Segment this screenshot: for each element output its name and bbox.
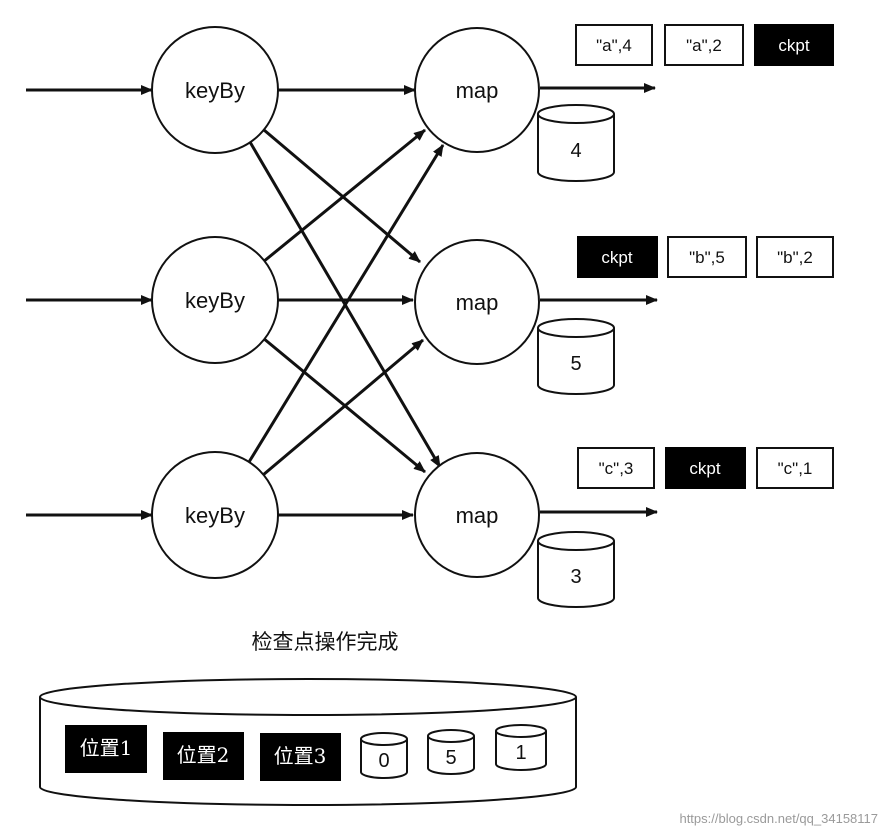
- state-cylinder: 3: [537, 531, 615, 608]
- keyby-node: keyBy: [151, 26, 279, 154]
- record-label: "b",5: [689, 248, 725, 267]
- input-arrows: [26, 85, 153, 520]
- output-arrows: [540, 83, 658, 517]
- caption: 检查点操作完成: [252, 630, 399, 654]
- record-box: [756, 447, 834, 489]
- record-box: [756, 236, 834, 278]
- checkpoint-storage: 位置1 位置2 位置3 0 5 1: [39, 678, 577, 806]
- position-block: [260, 733, 341, 781]
- position-label: 位置2: [177, 743, 230, 767]
- watermark: https://blog.csdn.net/qq_34158117: [679, 811, 878, 826]
- record-label: "a",4: [596, 36, 632, 55]
- position-label: 位置1: [80, 736, 133, 760]
- record-box: [664, 24, 744, 66]
- map-operators: map map map: [414, 27, 540, 578]
- record-box: [577, 447, 655, 489]
- keyby-label: keyBy: [185, 288, 245, 313]
- stored-state-cylinder: 0: [360, 732, 408, 779]
- record-label: "c",1: [778, 459, 813, 478]
- state-cylinder: 5: [537, 318, 615, 395]
- map-node: map: [414, 452, 540, 578]
- map-node: map: [414, 27, 540, 153]
- checkpoint-label: ckpt: [778, 36, 809, 55]
- state-value: 4: [570, 140, 581, 162]
- edge-keyby3-map1: [247, 144, 445, 463]
- state-value: 5: [570, 353, 581, 375]
- checkpoint-barrier: [665, 447, 746, 489]
- record-box: [667, 236, 747, 278]
- output-stream-3: "c",3 ckpt "c",1: [577, 447, 834, 489]
- checkpoint-barrier: [577, 236, 658, 278]
- storage-cylinder-top: [39, 678, 577, 716]
- keyby-operators: keyBy keyBy keyBy: [151, 26, 279, 579]
- record-label: "c",3: [599, 459, 634, 478]
- record-label: "a",2: [686, 36, 722, 55]
- map-node: map: [414, 239, 540, 365]
- keyby-label: keyBy: [185, 503, 245, 528]
- stored-state-value: 0: [378, 750, 389, 772]
- stored-state-value: 1: [515, 742, 526, 764]
- edge-keyby2-map1: [262, 128, 426, 264]
- checkpoint-barrier: [754, 24, 834, 66]
- edge-keyby3-map2: [262, 338, 424, 477]
- output-stream-2: ckpt "b",5 "b",2: [577, 236, 834, 278]
- record-box: [575, 24, 653, 66]
- keyby-label: keyBy: [185, 78, 245, 103]
- shuffle-edges: [247, 85, 445, 520]
- checkpoint-label: ckpt: [689, 459, 720, 478]
- state-value: 3: [570, 566, 581, 588]
- position-label: 位置3: [274, 744, 327, 768]
- output-stream-1: "a",4 "a",2 ckpt: [575, 24, 834, 66]
- position-block: [65, 725, 147, 773]
- stored-state-value: 5: [445, 747, 456, 769]
- checkpoint-label: ckpt: [601, 248, 632, 267]
- state-cylinder: 4: [537, 104, 615, 182]
- position-block: [163, 732, 244, 780]
- record-label: "b",2: [777, 248, 813, 267]
- map-state-stores: 4 5 3: [537, 104, 615, 608]
- stored-state-cylinder: 5: [427, 729, 475, 775]
- keyby-node: keyBy: [151, 236, 279, 364]
- stored-state-cylinder: 1: [495, 724, 547, 771]
- keyby-node: keyBy: [151, 451, 279, 579]
- map-label: map: [456, 290, 499, 315]
- map-label: map: [456, 503, 499, 528]
- map-label: map: [456, 78, 499, 103]
